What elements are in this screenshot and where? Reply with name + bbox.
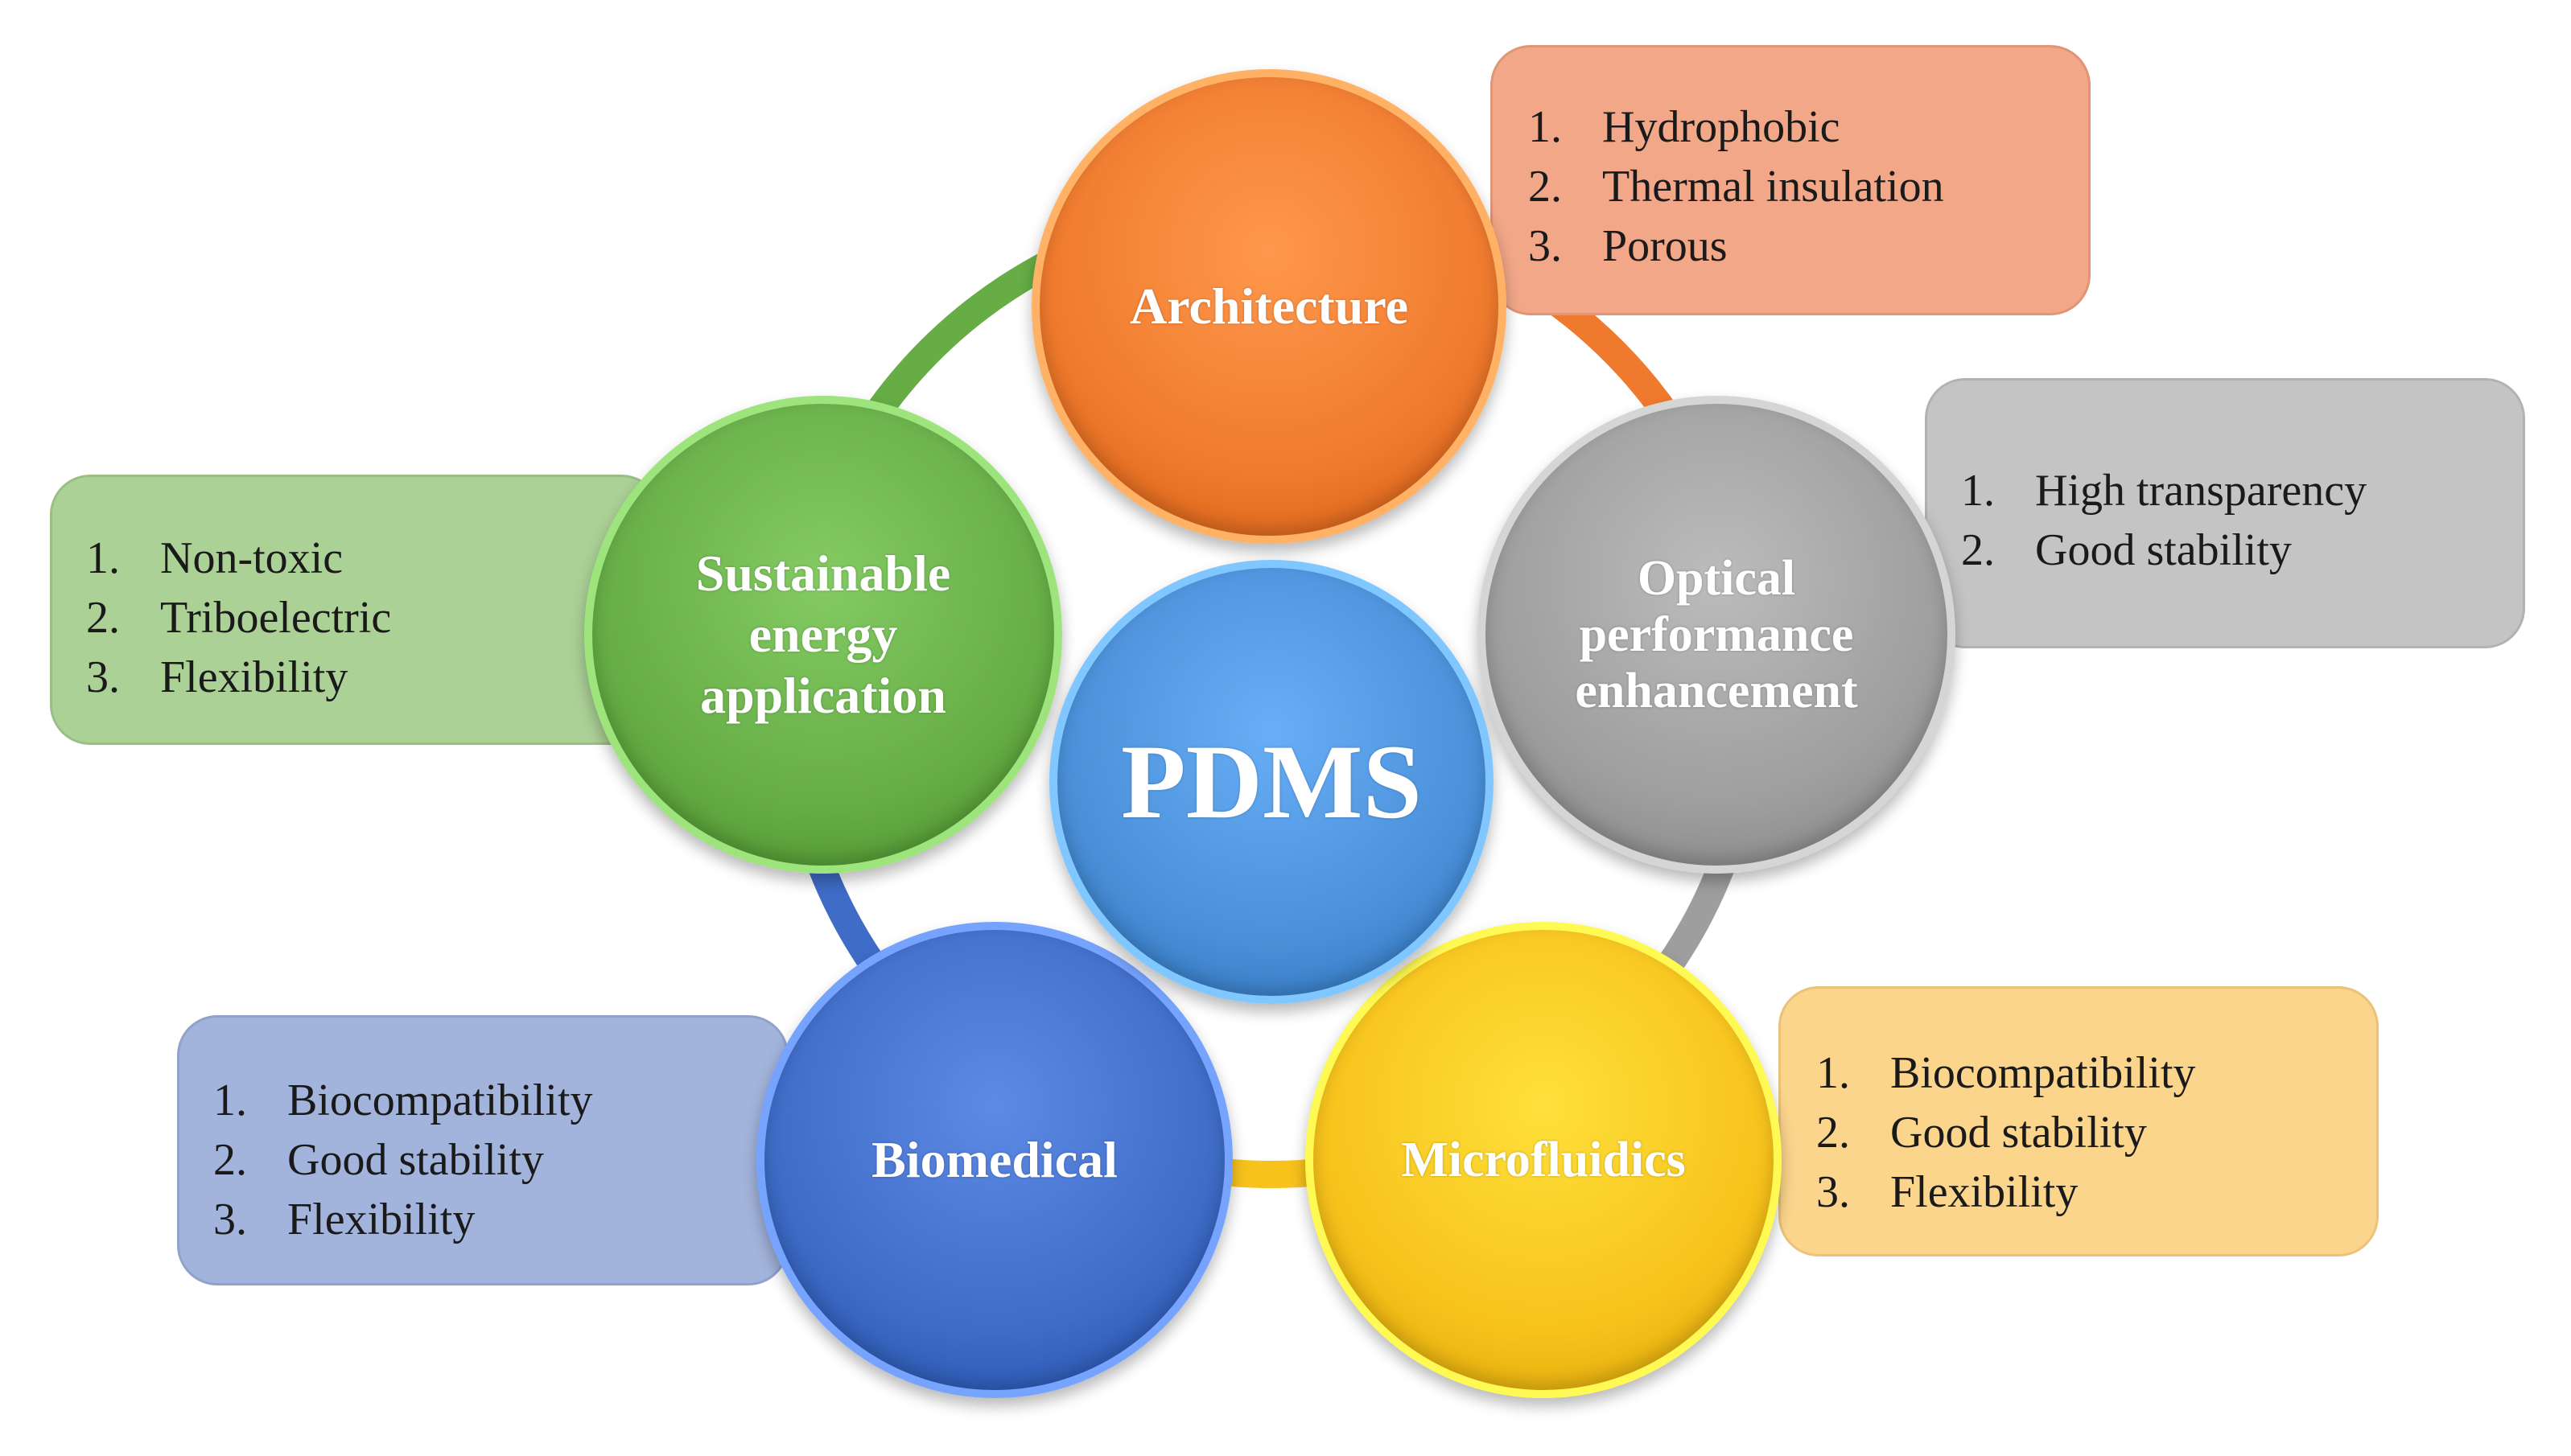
- biomedical-label: Biomedical: [871, 1131, 1118, 1188]
- optical-properties-list: 1.High transparency 2.Good stability: [1961, 461, 2523, 580]
- sustainable-node: Sustainable energy application: [584, 396, 1062, 874]
- microfluidics-properties-box: 1.Biocompatibility 2.Good stability 3.Fl…: [1778, 986, 2379, 1257]
- list-item: 1.Non-toxic: [86, 533, 344, 583]
- microfluidics-properties-list: 1.Biocompatibility 2.Good stability 3.Fl…: [1816, 1043, 2376, 1222]
- list-item: 1.Hydrophobic: [1528, 102, 1840, 152]
- microfluidics-label: Microfluidics: [1401, 1133, 1686, 1187]
- architecture-label: Architecture: [1130, 278, 1408, 335]
- list-item: 2.Thermal insulation: [1528, 162, 1944, 212]
- optical-properties-box: 1.High transparency 2.Good stability: [1925, 378, 2525, 648]
- sustainable-properties-box: 1.Non-toxic 2.Triboelectric 3.Flexibilit…: [50, 475, 661, 745]
- list-item: 2.Good stability: [1961, 525, 2292, 575]
- pdms-center-node: PDMS: [1049, 560, 1494, 1004]
- list-item: 1.High transparency: [1961, 466, 2367, 516]
- architecture-properties-list: 1.Hydrophobic 2.Thermal insulation 3.Por…: [1528, 97, 2088, 276]
- architecture-properties-box: 1.Hydrophobic 2.Thermal insulation 3.Por…: [1490, 45, 2091, 315]
- list-item: 3.Flexibility: [1816, 1167, 2079, 1217]
- list-item: 1.Biocompatibility: [213, 1076, 593, 1125]
- pdms-center-label: PDMS: [1121, 722, 1422, 841]
- list-item: 3.Porous: [1528, 221, 1728, 271]
- architecture-node: Architecture: [1032, 69, 1506, 544]
- list-item: 2.Good stability: [213, 1135, 544, 1185]
- biomedical-properties-box: 1.Biocompatibility 2.Good stability 3.Fl…: [177, 1015, 789, 1285]
- optical-label: Optical performance enhancement: [1575, 551, 1858, 718]
- list-item: 3.Flexibility: [213, 1195, 476, 1244]
- list-item: 3.Flexibility: [86, 652, 348, 702]
- sustainable-properties-list: 1.Non-toxic 2.Triboelectric 3.Flexibilit…: [86, 529, 659, 707]
- list-item: 2.Triboelectric: [86, 593, 392, 643]
- optical-node: Optical performance enhancement: [1477, 396, 1955, 874]
- biomedical-node: Biomedical: [756, 922, 1233, 1398]
- biomedical-properties-list: 1.Biocompatibility 2.Good stability 3.Fl…: [213, 1071, 786, 1249]
- list-item: 1.Biocompatibility: [1816, 1048, 2196, 1098]
- sustainable-label: Sustainable energy application: [695, 545, 951, 724]
- list-item: 2.Good stability: [1816, 1108, 2147, 1158]
- microfluidics-node: Microfluidics: [1305, 922, 1782, 1398]
